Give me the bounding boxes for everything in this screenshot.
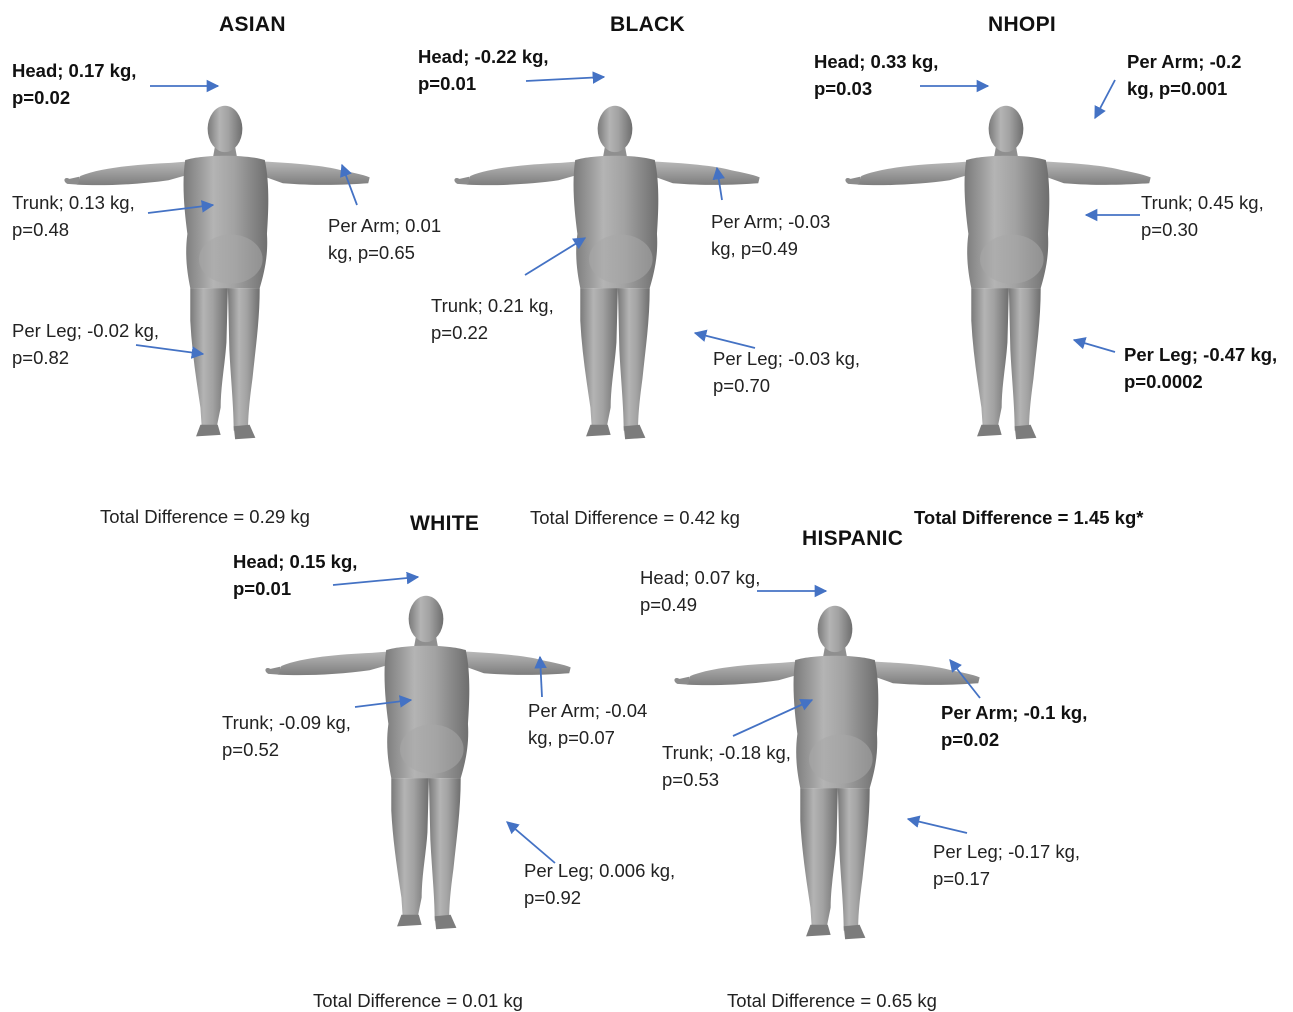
head-label-white: Head; 0.15 kg, p=0.01 bbox=[233, 548, 357, 602]
total-difference-hispanic: Total Difference = 0.65 kg bbox=[727, 990, 937, 1012]
head-p-black: p=0.01 bbox=[418, 70, 549, 97]
panel-title-nhopi: NHOPI bbox=[988, 13, 1056, 37]
leg-label-black: Per Leg; -0.03 kg, p=0.70 bbox=[713, 345, 860, 399]
arm-label-hispanic: Per Arm; -0.1 kg, p=0.02 bbox=[941, 699, 1087, 753]
leg-label-white: Per Leg; 0.006 kg, p=0.92 bbox=[524, 857, 675, 911]
arm-value-nhopi: Per Arm; -0.2 bbox=[1127, 48, 1241, 75]
trunk-value-hispanic: Trunk; -0.18 kg, bbox=[662, 739, 791, 766]
leg-p-black: p=0.70 bbox=[713, 372, 860, 399]
head-value-hispanic: Head; 0.07 kg, bbox=[640, 564, 760, 591]
arm-value-white: Per Arm; -0.04 bbox=[528, 697, 647, 724]
arm-label-white: Per Arm; -0.04 kg, p=0.07 bbox=[528, 697, 647, 751]
trunk-label-nhopi: Trunk; 0.45 kg, p=0.30 bbox=[1141, 189, 1264, 243]
leg-value-hispanic: Per Leg; -0.17 kg, bbox=[933, 838, 1080, 865]
arm-label-asian: Per Arm; 0.01 kg, p=0.65 bbox=[328, 212, 441, 266]
leg-p-nhopi: p=0.0002 bbox=[1124, 368, 1277, 395]
trunk-p-hispanic: p=0.53 bbox=[662, 766, 791, 793]
head-label-black: Head; -0.22 kg, p=0.01 bbox=[418, 43, 549, 97]
trunk-value-nhopi: Trunk; 0.45 kg, bbox=[1141, 189, 1264, 216]
trunk-p-white: p=0.52 bbox=[222, 736, 351, 763]
arm-value-hispanic: Per Arm; -0.1 kg, bbox=[941, 699, 1087, 726]
arm-p-white: kg, p=0.07 bbox=[528, 724, 647, 751]
head-p-asian: p=0.02 bbox=[12, 84, 136, 111]
head-label-hispanic: Head; 0.07 kg, p=0.49 bbox=[640, 564, 760, 618]
body-model-black bbox=[445, 35, 785, 505]
trunk-p-black: p=0.22 bbox=[431, 319, 554, 346]
leg-value-nhopi: Per Leg; -0.47 kg, bbox=[1124, 341, 1277, 368]
trunk-p-asian: p=0.48 bbox=[12, 216, 135, 243]
trunk-p-nhopi: p=0.30 bbox=[1141, 216, 1264, 243]
leg-value-black: Per Leg; -0.03 kg, bbox=[713, 345, 860, 372]
trunk-label-white: Trunk; -0.09 kg, p=0.52 bbox=[222, 709, 351, 763]
arm-p-hispanic: p=0.02 bbox=[941, 726, 1087, 753]
leg-value-white: Per Leg; 0.006 kg, bbox=[524, 857, 675, 884]
head-p-hispanic: p=0.49 bbox=[640, 591, 760, 618]
panel-title-hispanic: HISPANIC bbox=[802, 527, 903, 551]
total-difference-nhopi: Total Difference = 1.45 kg* bbox=[914, 507, 1143, 529]
head-value-nhopi: Head; 0.33 kg, bbox=[814, 48, 938, 75]
trunk-value-asian: Trunk; 0.13 kg, bbox=[12, 189, 135, 216]
head-p-white: p=0.01 bbox=[233, 575, 357, 602]
arm-label-nhopi: Per Arm; -0.2 kg, p=0.001 bbox=[1127, 48, 1241, 102]
arm-value-black: Per Arm; -0.03 bbox=[711, 208, 830, 235]
leg-label-nhopi: Per Leg; -0.47 kg, p=0.0002 bbox=[1124, 341, 1277, 395]
head-value-black: Head; -0.22 kg, bbox=[418, 43, 549, 70]
trunk-value-black: Trunk; 0.21 kg, bbox=[431, 292, 554, 319]
arm-p-nhopi: kg, p=0.001 bbox=[1127, 75, 1241, 102]
leg-label-hispanic: Per Leg; -0.17 kg, p=0.17 bbox=[933, 838, 1080, 892]
trunk-value-white: Trunk; -0.09 kg, bbox=[222, 709, 351, 736]
trunk-label-asian: Trunk; 0.13 kg, p=0.48 bbox=[12, 189, 135, 243]
head-p-nhopi: p=0.03 bbox=[814, 75, 938, 102]
leg-p-hispanic: p=0.17 bbox=[933, 865, 1080, 892]
head-value-white: Head; 0.15 kg, bbox=[233, 548, 357, 575]
total-difference-black: Total Difference = 0.42 kg bbox=[530, 507, 740, 529]
panel-title-black: BLACK bbox=[610, 13, 685, 37]
leg-p-white: p=0.92 bbox=[524, 884, 675, 911]
panel-title-asian: ASIAN bbox=[219, 13, 286, 37]
head-value-asian: Head; 0.17 kg, bbox=[12, 57, 136, 84]
panel-title-white: WHITE bbox=[410, 512, 479, 536]
leg-p-asian: p=0.82 bbox=[12, 344, 159, 371]
head-label-asian: Head; 0.17 kg, p=0.02 bbox=[12, 57, 136, 111]
trunk-label-black: Trunk; 0.21 kg, p=0.22 bbox=[431, 292, 554, 346]
total-difference-asian: Total Difference = 0.29 kg bbox=[100, 506, 310, 528]
arm-value-asian: Per Arm; 0.01 bbox=[328, 212, 441, 239]
arm-label-black: Per Arm; -0.03 kg, p=0.49 bbox=[711, 208, 830, 262]
arm-p-black: kg, p=0.49 bbox=[711, 235, 830, 262]
arm-p-asian: kg, p=0.65 bbox=[328, 239, 441, 266]
body-model-nhopi bbox=[836, 35, 1176, 505]
head-label-nhopi: Head; 0.33 kg, p=0.03 bbox=[814, 48, 938, 102]
trunk-label-hispanic: Trunk; -0.18 kg, p=0.53 bbox=[662, 739, 791, 793]
leg-label-asian: Per Leg; -0.02 kg, p=0.82 bbox=[12, 317, 159, 371]
total-difference-white: Total Difference = 0.01 kg bbox=[313, 990, 523, 1012]
leg-value-asian: Per Leg; -0.02 kg, bbox=[12, 317, 159, 344]
